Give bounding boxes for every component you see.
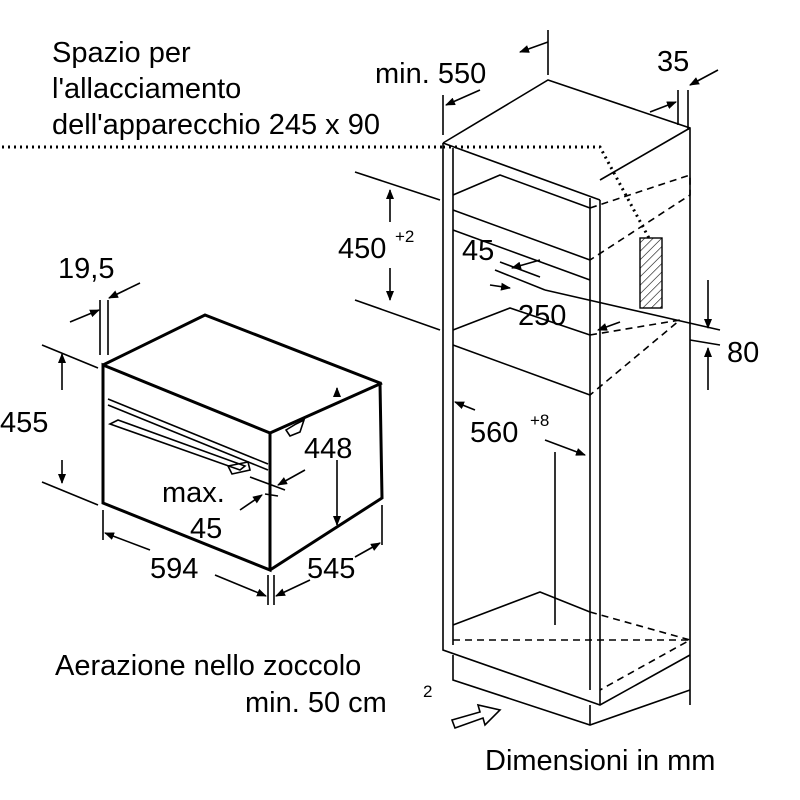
niche-width-label: 560 — [470, 417, 518, 449]
min-depth-label: min. 550 — [375, 58, 486, 90]
oven-drawing — [101, 313, 384, 573]
airflow-arrow-icon — [450, 703, 502, 730]
oven-depth-label: 545 — [307, 553, 355, 585]
niche-height-label: 450 — [338, 233, 386, 265]
ventilation-label-2: min. 50 cm — [245, 687, 387, 719]
oven-width-label: 594 — [150, 553, 198, 585]
vent-depth-label: 45 — [462, 235, 494, 267]
vent-width-label: 250 — [518, 300, 566, 332]
units-note: Dimensioni in mm — [485, 745, 715, 777]
rear-gap-label: 35 — [657, 46, 689, 78]
niche-height-tolerance: +2 — [395, 227, 414, 246]
connection-space-label-1: Spazio per — [52, 37, 191, 69]
oven-body-height-label: 448 — [304, 433, 352, 465]
front-panel-label: 19,5 — [58, 253, 114, 285]
cabinet-drawing — [2, 79, 693, 726]
max-label: max. — [162, 477, 225, 509]
connection-space-label-2: l'allacciamento — [52, 73, 241, 105]
ventilation-label-1: Aerazione nello zoccolo — [55, 650, 361, 682]
vent-opening-hatch — [639, 237, 663, 309]
oven-dimensions — [41, 282, 383, 605]
niche-width-tolerance: +8 — [530, 411, 549, 430]
connection-space-label-3: dell'apparecchio 245 x 90 — [52, 109, 380, 141]
max-value-label: 45 — [190, 513, 222, 545]
oven-height-label: 455 — [0, 407, 48, 439]
vent-height-label: 80 — [727, 337, 759, 369]
ventilation-superscript: 2 — [423, 682, 432, 701]
cabinet-dimensions — [354, 30, 721, 730]
